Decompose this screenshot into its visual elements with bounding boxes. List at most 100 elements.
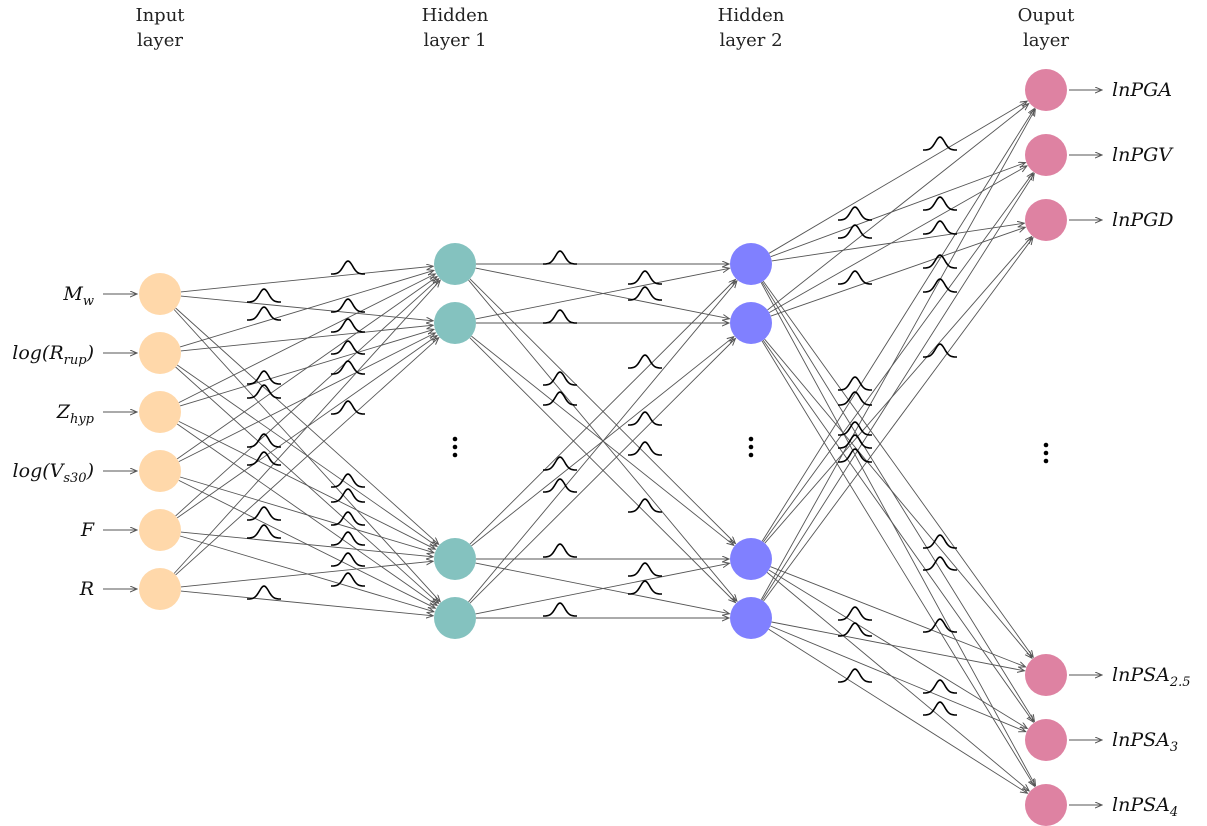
layer-title: Ouput	[1018, 5, 1075, 26]
weight-distribution-icon	[247, 433, 281, 448]
weight-distribution-icon	[543, 478, 577, 493]
layer-subtitle: layer	[137, 30, 183, 51]
layer-title: Hidden	[718, 5, 785, 26]
vertical-ellipsis	[748, 436, 754, 458]
connection-line	[761, 174, 1034, 601]
connection-line	[469, 339, 736, 604]
connection-line	[767, 104, 1029, 311]
ellipsis-dot	[1043, 450, 1049, 456]
hidden1-node	[434, 597, 476, 639]
connection-line	[768, 166, 1027, 313]
connection-line	[475, 268, 730, 320]
connection-line	[180, 266, 433, 293]
connection-line	[770, 227, 1025, 317]
weight-distribution-icon	[543, 543, 577, 558]
weight-distribution-icon	[331, 260, 365, 275]
weight-distribution-icon	[331, 511, 365, 526]
weight-distribution-icon	[247, 288, 281, 303]
connection-line	[178, 274, 436, 404]
weight-distribution-icon	[923, 136, 957, 151]
output-node	[1025, 719, 1067, 761]
connection-line	[175, 338, 439, 576]
connection-line	[762, 339, 1033, 722]
output-label: lnPGA	[1112, 79, 1172, 101]
weight-distribution-icon	[923, 220, 957, 235]
weight-distribution-icon	[923, 534, 957, 549]
connection-line	[471, 335, 733, 545]
connection-line	[763, 173, 1033, 543]
weight-distribution-icon	[923, 278, 957, 293]
input-node	[139, 568, 181, 610]
weight-distribution-icon	[247, 585, 281, 600]
connection-line	[760, 282, 1035, 785]
weight-distribution-icon	[923, 196, 957, 211]
weight-distribution-icon	[838, 622, 872, 637]
weight-distribution-icon	[331, 552, 365, 567]
weight-distribution-icon	[628, 270, 662, 285]
weight-distribution-icon	[628, 411, 662, 426]
connection-line	[761, 281, 1034, 722]
weight-distribution-icon	[923, 254, 957, 269]
connection-line	[176, 364, 437, 546]
connection-line	[770, 163, 1026, 258]
weight-distribution-icon	[247, 384, 281, 399]
hidden2-node	[730, 243, 772, 285]
connection-line	[766, 572, 1029, 791]
input-label: Mw	[62, 283, 94, 309]
connection-line	[770, 625, 1025, 732]
ellipsis-dot	[748, 444, 754, 450]
connection-line	[763, 238, 1033, 602]
connection-line	[761, 340, 1035, 786]
connection-line	[768, 569, 1027, 729]
weight-distribution-icon	[247, 506, 281, 521]
connection-line	[468, 281, 737, 603]
hidden2-node	[730, 302, 772, 344]
weight-distribution-icon	[543, 309, 577, 324]
weight-distribution-icon	[543, 456, 577, 471]
hidden2-node	[730, 538, 772, 580]
hidden1-node	[434, 243, 476, 285]
input-label: Zhyp	[56, 401, 95, 427]
input-node	[139, 450, 181, 492]
ellipsis-dot	[452, 436, 458, 442]
weight-distribution-icon	[628, 286, 662, 301]
weight-distribution-icon	[331, 340, 365, 355]
output-label: lnPSA4	[1112, 794, 1178, 820]
weight-distribution-icon	[923, 618, 957, 633]
connection-line	[770, 566, 1026, 667]
layer-title: Input	[135, 5, 185, 26]
connection-line	[762, 280, 1033, 657]
weight-distribution-icon	[838, 448, 872, 463]
weight-distribution-icon	[543, 391, 577, 406]
layer-subtitle: layer	[1023, 30, 1069, 51]
weight-distribution-icon	[838, 391, 872, 406]
ellipsis-dot	[1043, 458, 1049, 464]
input-node	[139, 273, 181, 315]
vertical-ellipsis	[452, 436, 458, 458]
weight-distribution-icon	[543, 371, 577, 386]
weight-distribution-icon	[628, 498, 662, 513]
output-node	[1025, 69, 1067, 111]
output-node	[1025, 134, 1067, 176]
weight-distribution-icon	[838, 270, 872, 285]
weight-distribution-icon	[838, 376, 872, 391]
weight-distribution-icon	[331, 473, 365, 488]
input-label: log(Rrup)	[12, 342, 94, 368]
weight-distribution-icon	[838, 224, 872, 239]
weight-distribution-icon	[331, 298, 365, 313]
weight-distribution-icon	[247, 451, 281, 466]
connection-line	[469, 337, 736, 603]
weight-distribution-icon	[923, 701, 957, 716]
weight-distribution-icon	[838, 421, 872, 436]
connection-line	[176, 277, 437, 460]
hidden1-node	[434, 302, 476, 344]
weight-distribution-icon	[923, 343, 957, 358]
weight-distribution-icon	[628, 562, 662, 577]
hidden1-node	[434, 538, 476, 580]
weight-distribution-icon	[247, 306, 281, 321]
ellipsis-dot	[452, 444, 458, 450]
weight-distribution-icon	[838, 606, 872, 621]
output-node	[1025, 654, 1067, 696]
connection-line	[771, 621, 1025, 671]
